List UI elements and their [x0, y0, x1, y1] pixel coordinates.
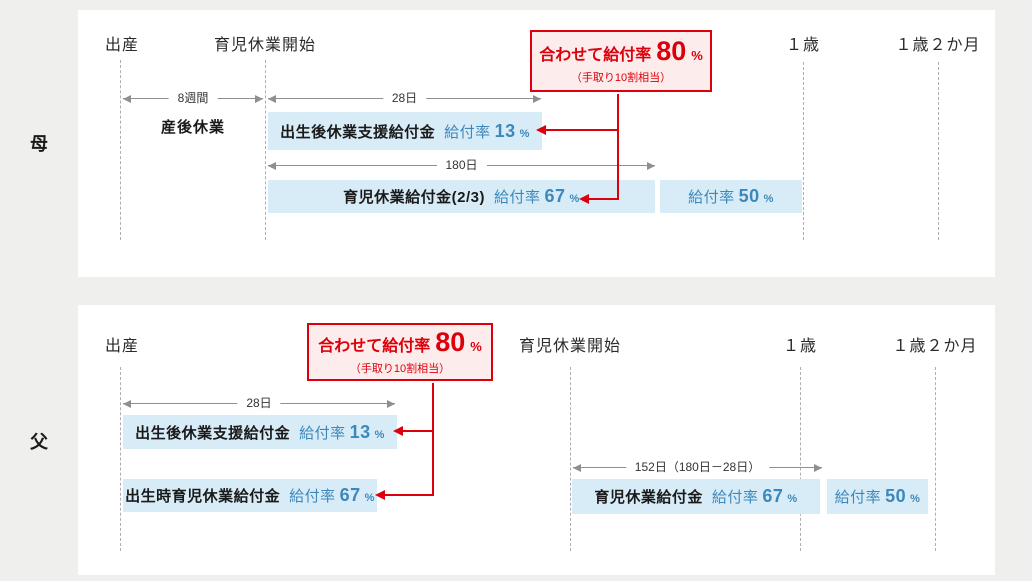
father-connector-vertical-line [432, 383, 434, 496]
mother-connector-branch-67 [588, 198, 617, 200]
father-main-benefit-box: 育児休業給付金 給付率 67 % [572, 479, 820, 514]
father-birth-leave-benefit-name: 出生時育児休業給付金 [125, 488, 281, 505]
father-support-rate-label: 給付率 [299, 424, 346, 442]
father-main-rate-value: 67 [762, 486, 784, 506]
father-span-28days-label: 28日 [237, 396, 281, 412]
mother-postnatal-leave-label: 産後休業 [160, 119, 226, 136]
mother-reduced-benefit-rate: 給付率 50 % [688, 186, 774, 207]
father-birth-leave-benefit-box: 出生時育児休業給付金 給付率 67 % [123, 479, 377, 512]
mother-main-benefit-name: 育児休業給付金(2/3) [343, 189, 485, 206]
mother-badge-prefix: 合わせて給付率 [539, 47, 652, 65]
mother-label-birth: 出産 [104, 37, 140, 54]
father-support-benefit-name: 出生後休業支援給付金 [135, 424, 291, 442]
father-birth-leave-rate-label: 給付率 [289, 488, 336, 505]
mother-support-benefit-name: 出生後休業支援給付金 [280, 123, 436, 141]
mother-connector-arrowhead-13-icon [536, 125, 546, 135]
father-support-benefit-rate: 給付率 13 % [299, 422, 385, 443]
mother-row-label: 母 [30, 134, 49, 154]
mother-connector-branch-13 [545, 129, 617, 131]
mother-main-benefit-box: 育児休業給付金(2/3) 給付率 67 % [268, 180, 655, 213]
father-main-benefit-name: 育児休業給付金 [594, 489, 703, 506]
father-badge-note: （手取り10割相当） [349, 362, 451, 375]
mother-reduced-rate-label: 給付率 [688, 189, 735, 206]
father-combined-rate-badge: 合わせて給付率 80 % （手取り10割相当） [307, 323, 493, 381]
mother-connector-vertical-line [617, 94, 619, 200]
mother-span-180days-arrow: 180日 [268, 158, 655, 174]
father-label-age-1: １歳 [782, 338, 818, 355]
father-badge-line: 合わせて給付率 80 % [318, 327, 482, 358]
father-support-benefit-box: 出生後休業支援給付金 給付率 13 % [123, 415, 397, 449]
mother-main-rate-value: 67 [544, 186, 566, 206]
father-dashed-line-birth [120, 367, 121, 551]
mother-main-rate-label: 給付率 [494, 189, 541, 206]
mother-main-benefit-rate: 給付率 67 % [494, 186, 580, 207]
mother-reduced-rate-value: 50 [738, 186, 760, 206]
mother-combined-rate-badge: 合わせて給付率 80 % （手取り10割相当） [530, 30, 712, 92]
mother-badge-unit: % [691, 48, 703, 64]
father-reduced-benefit-box: 給付率 50 % [827, 479, 928, 514]
father-main-rate-label: 給付率 [711, 489, 759, 506]
mother-label-age-1y2m: １歳２か月 [895, 37, 981, 54]
father-timeline-panel: 出産 育児休業開始 １歳 １歳２か月 合わせて給付率 80 % （手取り10割相… [78, 305, 995, 575]
father-dashed-line-leave-start [570, 367, 571, 551]
father-label-leave-start: 育児休業開始 [518, 338, 622, 355]
father-reduced-rate-unit: % [910, 493, 921, 505]
mother-dashed-line-age-1 [803, 62, 804, 240]
mother-span-8weeks-label: 8週間 [168, 91, 218, 107]
father-dashed-line-age-1 [800, 367, 801, 551]
mother-dashed-line-leave-start [265, 60, 266, 240]
father-span-152days-arrow: 152日（180日－28日） [573, 460, 822, 476]
mother-label-age-1: １歳 [785, 37, 821, 54]
mother-span-28days-arrow: 28日 [268, 91, 541, 107]
father-badge-prefix: 合わせて給付率 [318, 338, 431, 356]
mother-reduced-rate-unit: % [763, 193, 774, 205]
father-row-label: 父 [30, 432, 49, 452]
mother-dashed-line-birth [120, 60, 121, 240]
father-span-28days-arrow: 28日 [123, 396, 395, 412]
father-main-rate-unit: % [787, 493, 798, 505]
mother-support-benefit-box: 出生後休業支援給付金 給付率 13 % [268, 112, 542, 150]
father-connector-branch-13 [402, 430, 434, 432]
father-dashed-line-age-1y2m [935, 367, 936, 551]
father-span-152days-label: 152日（180日－28日） [625, 460, 770, 476]
mother-badge-line: 合わせて給付率 80 % [539, 36, 703, 67]
mother-main-rate-unit: % [569, 193, 580, 205]
mother-connector-arrowhead-67-icon [579, 194, 589, 204]
father-support-rate-unit: % [374, 428, 385, 441]
father-connector-arrowhead-67-icon [375, 490, 385, 500]
father-reduced-rate-label: 給付率 [834, 489, 882, 506]
father-badge-unit: % [470, 339, 482, 355]
father-main-benefit-rate: 給付率 67 % [712, 486, 798, 507]
mother-label-leave-start: 育児休業開始 [213, 37, 317, 54]
father-reduced-benefit-rate: 給付率 50 % [835, 486, 921, 507]
father-birth-leave-rate-unit: % [364, 492, 375, 504]
father-badge-value: 80 [435, 327, 466, 358]
father-connector-arrowhead-13-icon [393, 426, 403, 436]
mother-support-rate-label: 給付率 [444, 123, 491, 141]
mother-support-benefit-rate: 給付率 13 % [444, 121, 530, 142]
father-birth-leave-benefit-rate: 給付率 67 % [289, 485, 375, 506]
mother-badge-note: （手取り10割相当） [570, 71, 672, 84]
mother-reduced-benefit-box: 給付率 50 % [660, 180, 802, 213]
mother-timeline-panel: 出産 育児休業開始 １歳 １歳２か月 合わせて給付率 80 % （手取り10割相… [78, 10, 995, 277]
mother-span-180days-label: 180日 [436, 158, 487, 174]
mother-support-rate-value: 13 [494, 120, 516, 141]
mother-badge-value: 80 [656, 36, 687, 67]
father-connector-branch-67 [384, 494, 434, 496]
father-label-age-1y2m: １歳２か月 [892, 338, 978, 355]
father-label-birth: 出産 [104, 338, 140, 355]
father-reduced-rate-value: 50 [885, 486, 907, 506]
father-support-rate-value: 13 [349, 421, 371, 442]
mother-span-28days-label: 28日 [382, 91, 427, 107]
mother-dashed-line-age-1y2m [938, 62, 939, 240]
mother-support-rate-unit: % [519, 127, 530, 140]
mother-span-8weeks-arrow: 8週間 [123, 91, 263, 107]
father-birth-leave-rate-value: 67 [339, 485, 361, 505]
